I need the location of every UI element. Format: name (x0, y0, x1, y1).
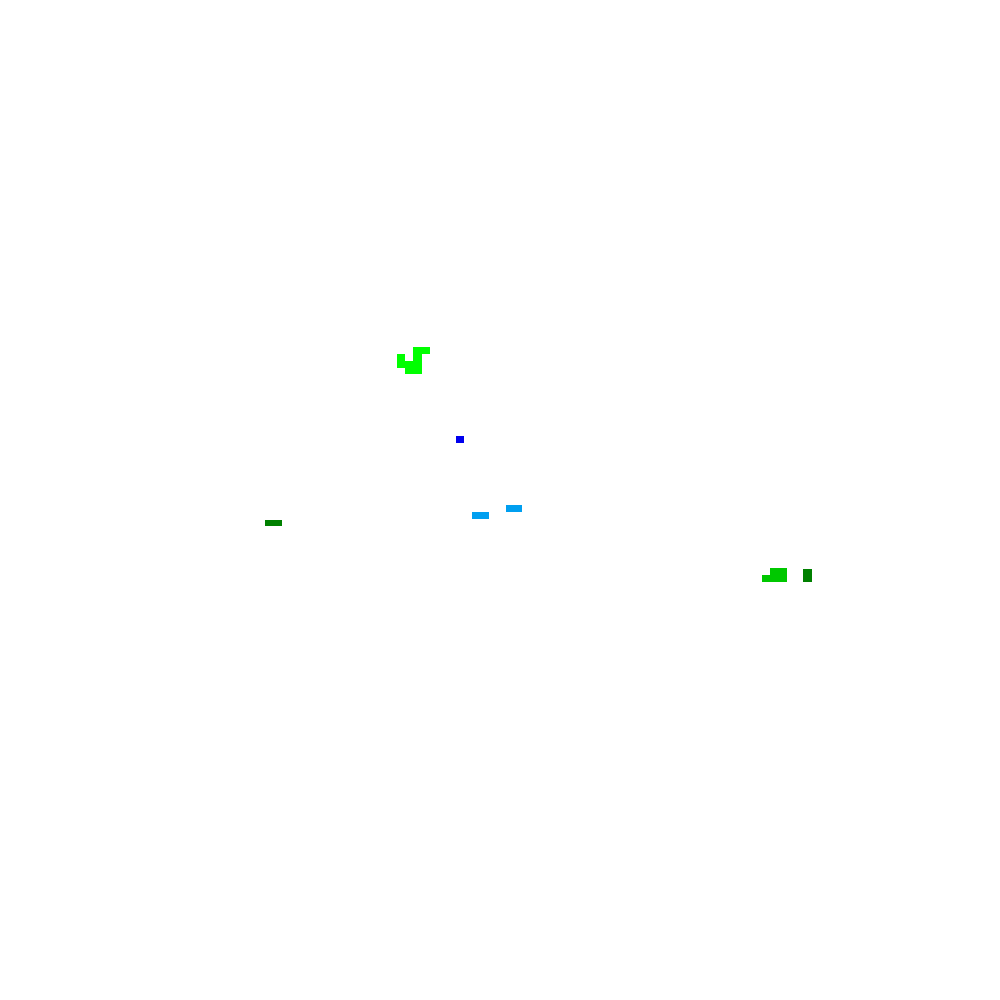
bright-green-block (413, 347, 430, 354)
mid-green-block (762, 575, 770, 582)
dark-green-block (803, 569, 812, 582)
bright-green-block (405, 361, 422, 374)
dark-green-block (265, 520, 282, 526)
bright-green-block (397, 354, 405, 368)
light-blue-block (506, 505, 522, 512)
blue-block (456, 436, 464, 443)
bright-green-block (413, 354, 422, 361)
light-blue-block (472, 512, 489, 519)
mid-green-block (770, 568, 787, 582)
